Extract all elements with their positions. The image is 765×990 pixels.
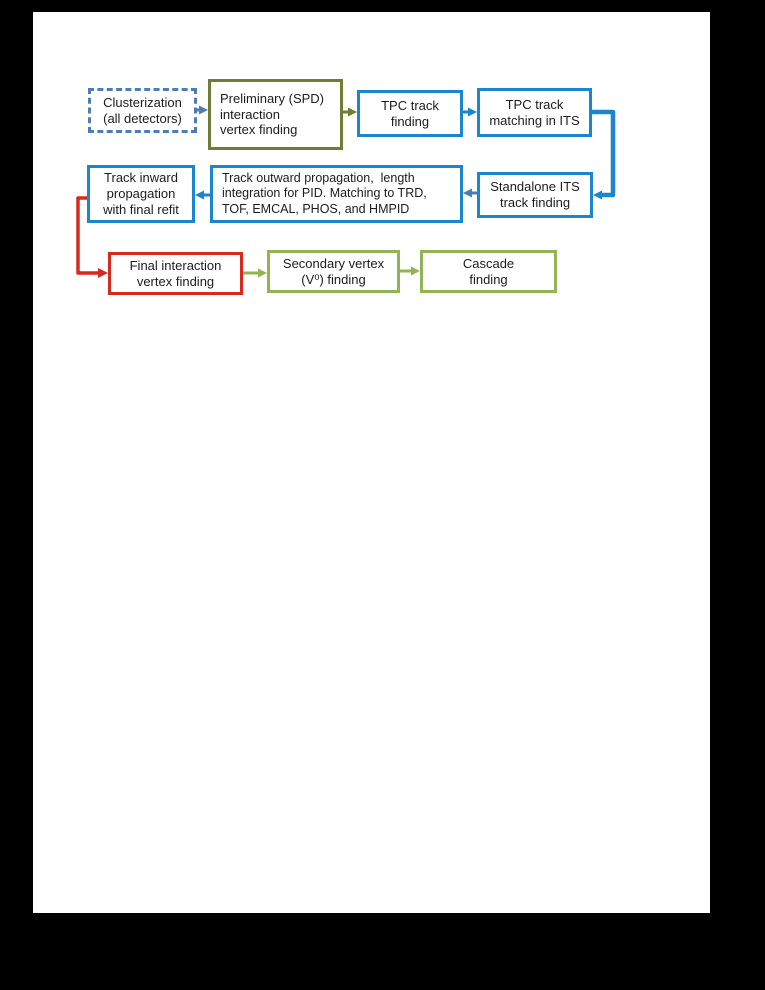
flow-box-final-vertex: Final interaction vertex finding — [108, 252, 243, 295]
flow-box-secondary-vertex: Secondary vertex (V⁰) finding — [267, 250, 400, 293]
flow-box-clusterization: Clusterization (all detectors) — [88, 88, 197, 133]
document-page: Clusterization (all detectors) Prelimina… — [33, 12, 710, 913]
flow-box-tpc-its-matching: TPC track matching in ITS — [477, 88, 592, 137]
connector-tpcmatching-to-standalone — [592, 109, 616, 200]
flow-box-cascade-finding: Cascade finding — [420, 250, 557, 293]
flow-box-preliminary-vertex: Preliminary (SPD) interaction vertex fin… — [208, 79, 343, 150]
flow-box-standalone-its: Standalone ITS track finding — [477, 172, 593, 218]
flow-box-outward-propagation: Track outward propagation, length integr… — [210, 165, 463, 223]
flow-connectors — [76, 105, 616, 278]
flow-box-inward-propagation: Track inward propagation with final refi… — [87, 165, 195, 223]
flow-box-tpc-track-finding: TPC track finding — [357, 90, 463, 137]
